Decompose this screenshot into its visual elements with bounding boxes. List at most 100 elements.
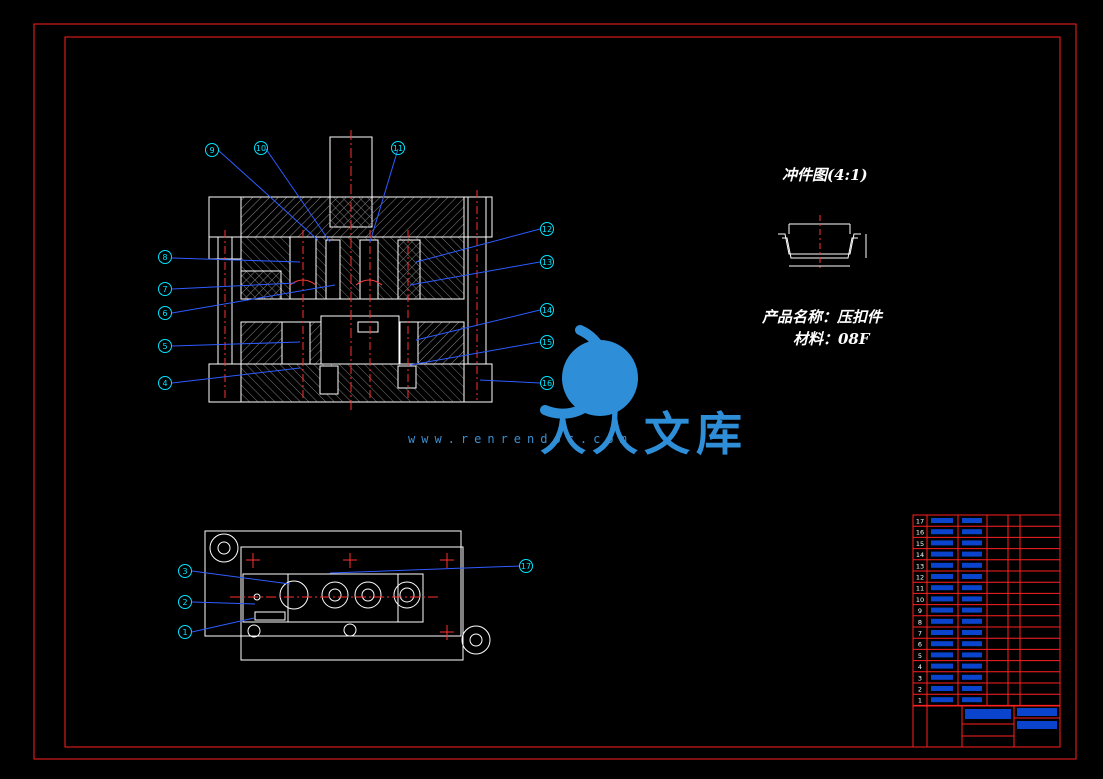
bom-text-fill-a — [931, 529, 953, 535]
balloon-tr-3: 15 — [540, 335, 554, 349]
balloon-tr-1: 13 — [540, 255, 554, 269]
watermark-brand: 人人文库 — [540, 407, 748, 461]
bom-item-number: 4 — [918, 663, 922, 671]
inner-frame — [64, 36, 1061, 748]
svg-text:4: 4 — [162, 379, 167, 388]
bom-text-fill-a — [931, 596, 953, 602]
bom-text-fill-b — [962, 529, 982, 535]
svg-text:11: 11 — [393, 144, 403, 153]
balloon-tl-2: 11 — [391, 141, 405, 155]
balloon-tl-3: 8 — [158, 250, 172, 264]
balloon-tr-2: 14 — [540, 303, 554, 317]
bom-text-fill-b — [962, 630, 982, 635]
die-assembly-section — [208, 130, 493, 412]
bom-table: 17 16 15 14 13 12 11 10 9 8 7 6 5 4 3 2 1 — [913, 518, 1060, 706]
balloon-tl-4: 7 — [158, 282, 172, 296]
balloon-b-0: 3 — [178, 564, 192, 578]
bom-text-fill-b — [962, 540, 982, 546]
balloon-tl-1: 10 — [254, 141, 268, 155]
bom-text-fill-b — [962, 562, 982, 568]
bom-text-fill-a — [931, 674, 953, 680]
bom-text-fill-b — [962, 674, 982, 680]
leader-lines-bottom — [191, 565, 521, 633]
bom-item-number: 16 — [916, 529, 924, 537]
bom-item-number: 6 — [918, 641, 922, 649]
svg-text:15: 15 — [542, 338, 552, 347]
title-block-fill — [965, 708, 1057, 729]
svg-text:17: 17 — [521, 562, 531, 571]
bom-text-fill-a — [931, 585, 953, 591]
bom-item-number: 5 — [918, 652, 922, 660]
svg-text:10: 10 — [256, 144, 266, 153]
bom-item-number: 3 — [918, 674, 922, 682]
balloon-tl-5: 6 — [158, 306, 172, 320]
product-name: 产品名称：压扣件 — [762, 308, 883, 326]
bom-text-fill-a — [931, 518, 953, 523]
bom-text-fill-b — [962, 596, 982, 602]
bom-item-number: 11 — [916, 585, 924, 593]
svg-text:6: 6 — [162, 309, 167, 318]
bom-text-fill-a — [931, 630, 953, 635]
bom-text-fill-b — [962, 518, 982, 523]
leader-lines-top — [171, 148, 541, 384]
svg-text:13: 13 — [542, 258, 552, 267]
svg-text:2: 2 — [182, 598, 187, 607]
svg-text:8: 8 — [162, 253, 167, 262]
bom-item-number: 12 — [916, 574, 924, 582]
svg-text:7: 7 — [162, 285, 167, 294]
bom-text-fill-a — [931, 697, 953, 703]
bom-item-number: 14 — [916, 551, 924, 559]
bom-text-fill-b — [962, 551, 982, 557]
bom-text-fill-b — [962, 618, 982, 624]
bom-item-number: 8 — [918, 618, 922, 626]
plan-centerlines — [230, 553, 454, 640]
punch-view-title: 冲件图(4:1) — [782, 166, 868, 184]
balloon-tl-0: 9 — [205, 143, 219, 157]
balloon-tl-7: 4 — [158, 376, 172, 390]
svg-text:9: 9 — [209, 146, 214, 155]
watermark-url: www.renrendoc.com — [408, 432, 633, 446]
balloon-b-3: 17 — [519, 559, 533, 573]
bom-text-fill-b — [962, 697, 982, 703]
bom-item-number: 7 — [918, 630, 922, 638]
bom-text-fill-a — [931, 540, 953, 546]
bom-text-fill-b — [962, 607, 982, 613]
watermark-logo — [540, 325, 638, 419]
bom-item-number: 9 — [918, 607, 922, 615]
bom-item-number: 10 — [916, 596, 924, 604]
bom-text-fill-b — [962, 663, 982, 669]
balloon-b-1: 2 — [178, 595, 192, 609]
title-block — [912, 514, 1061, 748]
bom-text-fill-a — [931, 652, 953, 658]
bom-text-fill-a — [931, 663, 953, 669]
bom-item-number: 1 — [918, 697, 922, 705]
bom-text-fill-b — [962, 686, 982, 691]
product-material: 材料：08F — [793, 330, 870, 348]
svg-text:3: 3 — [182, 567, 187, 576]
bom-text-fill-a — [931, 551, 953, 557]
bom-text-fill-a — [931, 641, 953, 647]
bom-text-fill-a — [931, 618, 953, 624]
bom-item-number: 15 — [916, 540, 924, 548]
bom-item-number: 17 — [916, 518, 924, 526]
bom-text-fill-a — [931, 574, 953, 579]
bom-text-fill-b — [962, 641, 982, 647]
balloon-tl-6: 5 — [158, 339, 172, 353]
die-plan-view — [204, 530, 491, 661]
balloon-tr-4: 16 — [540, 376, 554, 390]
punch-part-view — [778, 215, 867, 270]
svg-text:5: 5 — [162, 342, 167, 351]
outer-frame — [33, 23, 1077, 760]
balloon-tr-0: 12 — [540, 222, 554, 236]
bom-text-fill-b — [962, 585, 982, 591]
bom-text-fill-b — [962, 652, 982, 658]
svg-text:16: 16 — [542, 379, 552, 388]
bom-item-number: 2 — [918, 686, 922, 694]
bom-item-number: 13 — [916, 562, 924, 570]
svg-text:14: 14 — [542, 306, 552, 315]
bom-text-fill-a — [931, 607, 953, 613]
bom-text-fill-b — [962, 574, 982, 579]
svg-text:12: 12 — [542, 225, 552, 234]
